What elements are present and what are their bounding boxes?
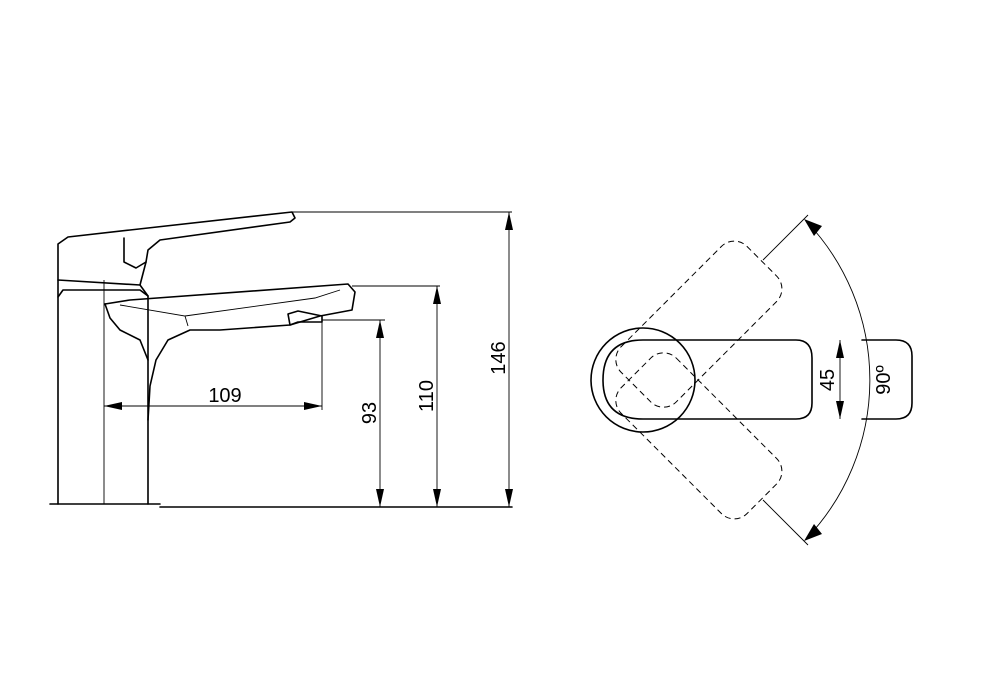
angle-label-box [861,339,913,420]
aerator [287,310,323,326]
dim-spout-reach: 109 [104,385,322,410]
angle-ext-top [762,214,809,261]
spout-lower [104,303,149,361]
dim-outlet-height-label: 93 [359,402,381,424]
dim-total-height: 146 [488,212,513,507]
handle-rotated-right [615,352,783,520]
dim-spout-top-height: 110 [416,286,441,507]
handle-block [57,211,296,286]
base-line [49,503,513,508]
faucet-body [57,289,149,505]
dim-spout-reach-label: 109 [208,385,241,407]
angle-arc [806,221,871,539]
angle-arrow-bottom [804,524,822,541]
angle-arrow-top [804,219,822,236]
body-outline [590,327,696,433]
dim-total-height-label: 146 [488,341,510,374]
dim-spout-top-height-label: 110 [416,380,438,412]
faucet-top-view: 45 90º [590,214,913,546]
dim-handle-width: 45 [817,340,844,419]
dim-handle-width-label: 45 [817,369,839,391]
angle-ext-bottom [762,499,809,546]
angle-label: 90º [873,365,895,395]
body-collar [57,279,149,298]
dim-outlet-height: 93 [359,320,384,507]
faucet-side-view: 109 93 110 146 [49,211,513,508]
handle-top [602,339,813,420]
handle-rotated-left [615,240,783,408]
handle-underside [123,237,147,269]
spout-inner-line [119,289,341,327]
